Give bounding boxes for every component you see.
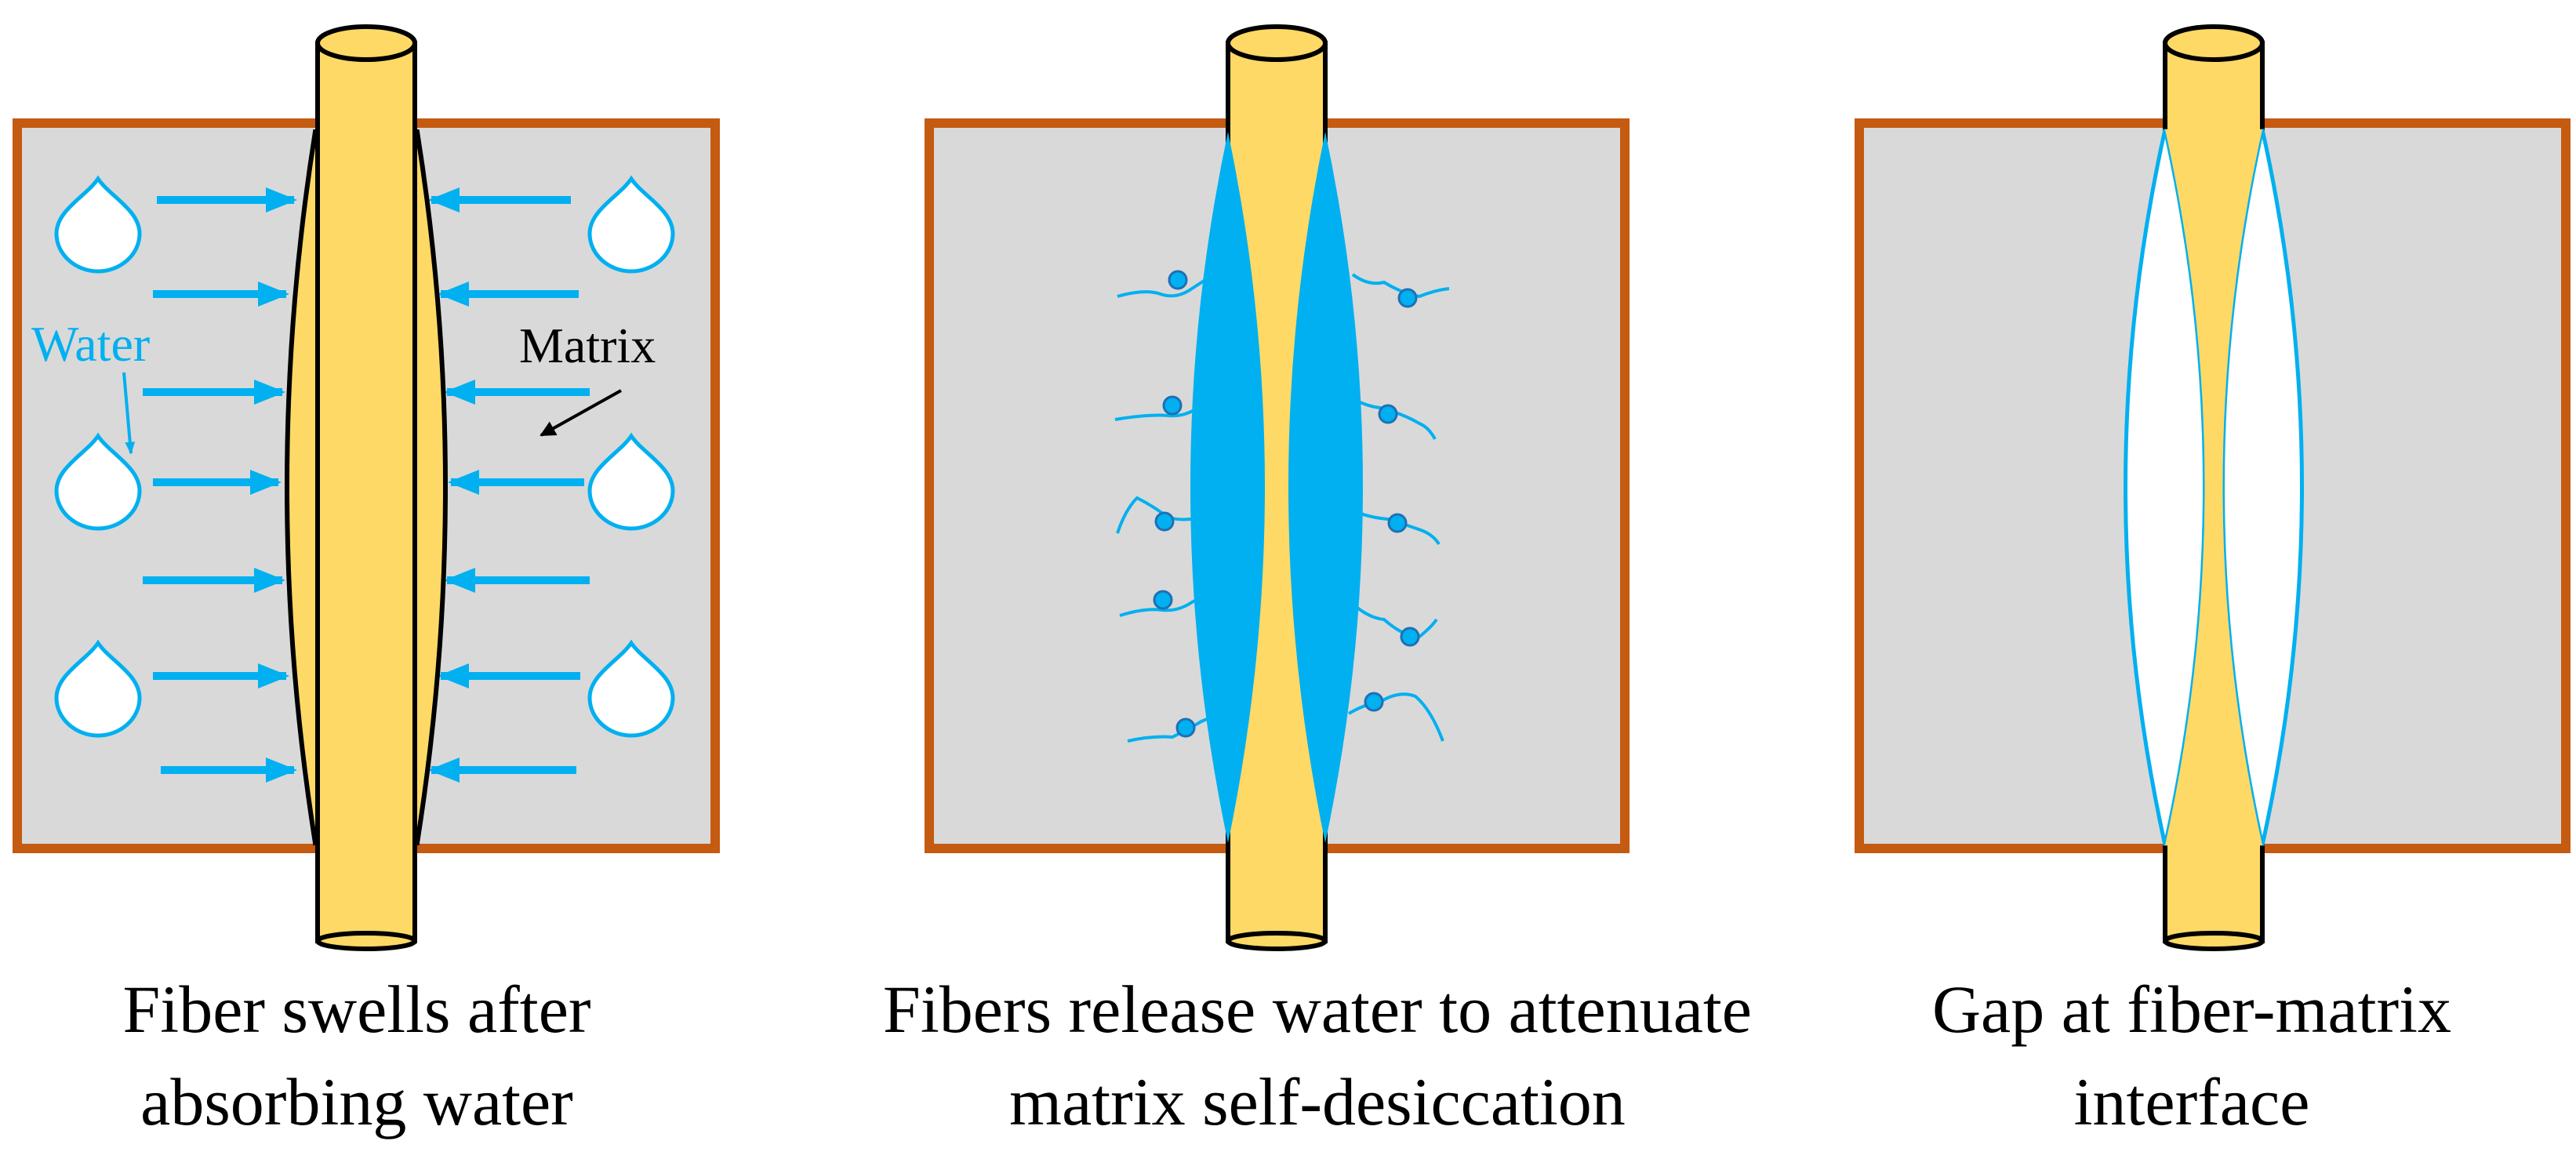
- caption-fiber-swelling: Fiber swells after absorbing water: [0, 963, 714, 1148]
- polymer-chain-icon: [1114, 389, 1226, 421]
- water-drop-icon: [54, 432, 142, 531]
- water-arrows: [143, 187, 590, 783]
- hydration-node: [1153, 590, 1173, 610]
- released-water-left: [1190, 132, 1265, 843]
- caption-interface-gap: Gap at fiber-matrix interface: [1811, 963, 2572, 1148]
- fiber-top-cap: [2163, 24, 2265, 62]
- caption-line: Fibers release water to attenuate: [883, 972, 1752, 1047]
- fiber-bottom-cap: [1226, 931, 1328, 951]
- fiber-body: [315, 41, 417, 943]
- water-drop-icon: [54, 639, 142, 738]
- fiber-bottom-cap: [315, 931, 417, 951]
- caption-water-release: Fibers release water to attenuate matrix…: [784, 963, 1851, 1148]
- hydration-node: [1397, 288, 1418, 308]
- polymer-chain-icon: [1116, 496, 1224, 534]
- panel-water-release: [925, 24, 1630, 951]
- hydration-node: [1175, 718, 1196, 738]
- polymer-chain-icon: [1347, 394, 1437, 440]
- fiber-top-cap: [315, 24, 417, 62]
- caption-line: absorbing water: [140, 1064, 573, 1139]
- caption-line: interface: [2073, 1064, 2310, 1139]
- polymer-chain-icon: [1119, 585, 1226, 617]
- water-drop-icon: [587, 175, 675, 274]
- hydration-node: [1378, 404, 1398, 424]
- hydration-node: [1387, 513, 1408, 533]
- fiber-bottom-cap: [2163, 931, 2265, 951]
- matrix-label-pointer: [540, 389, 622, 437]
- hydration-node: [1400, 627, 1420, 647]
- panel-fiber-swelling: Water Matrix: [13, 24, 720, 951]
- caption-line: matrix self-desiccation: [1009, 1064, 1626, 1139]
- hydration-node: [1162, 395, 1183, 416]
- fiber-top-cap: [1226, 24, 1328, 62]
- water-drop-icon: [587, 639, 675, 738]
- released-water-right: [1288, 132, 1363, 843]
- hydration-nodes: [1153, 270, 1420, 738]
- polymer-chain-icon: [1117, 265, 1226, 298]
- water-label: Water: [31, 316, 150, 372]
- water-label-pointer: [122, 372, 136, 455]
- hydration-node: [1168, 270, 1188, 290]
- hydration-node: [1364, 692, 1384, 712]
- hydration-node: [1154, 511, 1175, 532]
- water-drop-icon: [54, 175, 142, 274]
- shrunk-fiber-core: [2165, 129, 2262, 845]
- panel-interface-gap: [1855, 24, 2571, 951]
- caption-line: Gap at fiber-matrix: [1931, 972, 2452, 1047]
- water-drop-icon: [587, 432, 675, 531]
- matrix-label: Matrix: [519, 318, 656, 373]
- caption-line: Fiber swells after: [122, 972, 591, 1047]
- water-drops: [54, 175, 675, 738]
